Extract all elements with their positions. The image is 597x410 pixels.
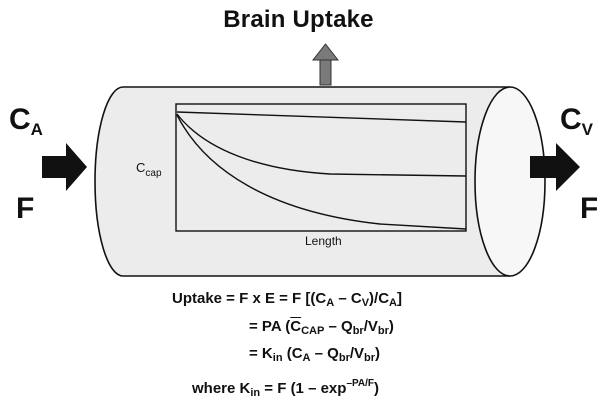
curve-medium [176,113,467,177]
outflow-concentration-label: CV [560,103,594,139]
equation-line-1: Uptake = F x E = F [(CA – CV)/CA] [172,290,402,309]
inflow-concentration-label: CA [9,103,43,139]
title: Brain Uptake [223,6,374,33]
equation-line-4: where Kin = F (1 – exp–PA/F) [192,378,380,399]
inflow-flow-label: F [16,192,35,225]
plot-x-label: Length [305,234,342,248]
equation-line-3: = Kin (CA – Qbr/Vbr) [249,345,381,364]
uptake-arrow-icon [311,43,340,86]
plot-y-label: Ccap [136,160,162,179]
curve-steep [176,114,467,230]
outflow-flow-label: F [580,192,597,225]
outflow-arrow-icon [530,143,580,191]
inflow-arrow-icon [42,143,87,191]
curve-slow [176,111,467,123]
equation-line-2: = PA (CCAP – Qbr/Vbr) [249,318,394,337]
concentration-plot [175,103,467,232]
